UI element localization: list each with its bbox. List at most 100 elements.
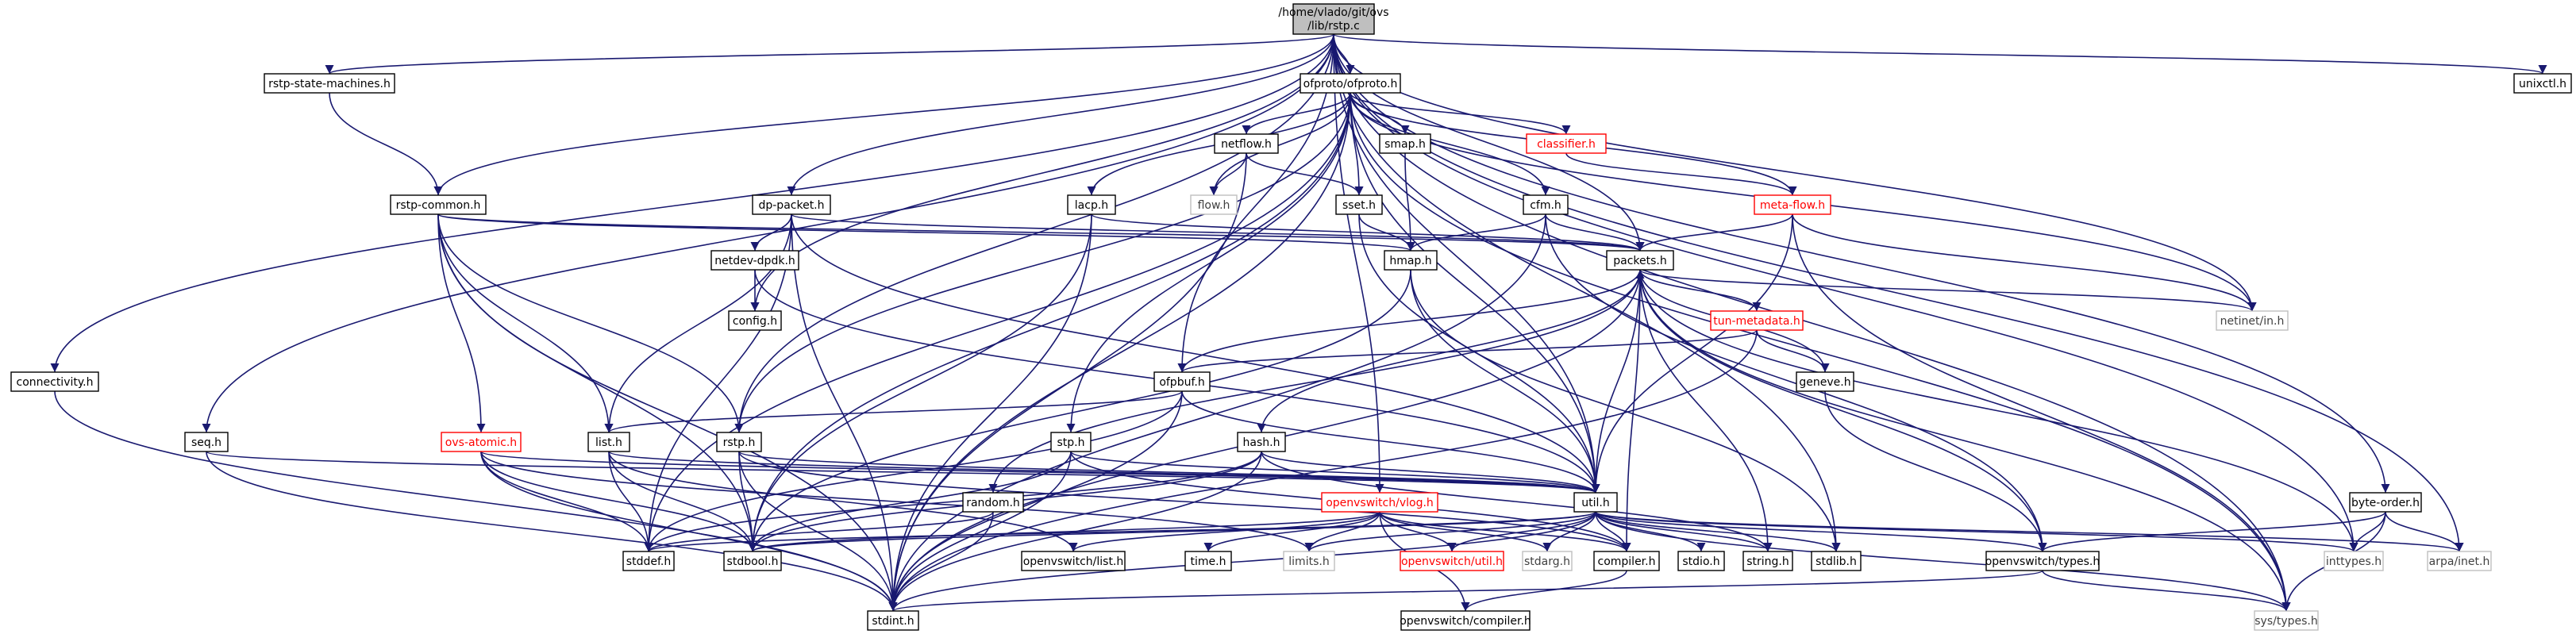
node-stdio-h[interactable]: stdio.h bbox=[1677, 551, 1725, 571]
node-openvswitch-util-h[interactable]: openvswitch/util.h bbox=[1400, 551, 1504, 571]
node-sset-h[interactable]: sset.h bbox=[1335, 194, 1383, 215]
node-stdbool-h[interactable]: stdbool.h bbox=[723, 551, 782, 571]
svg-text:ofproto/ofproto.h: ofproto/ofproto.h bbox=[1303, 78, 1398, 90]
node-byte-order-h[interactable]: byte-order.h bbox=[2349, 492, 2422, 513]
dependency-edge bbox=[748, 92, 1351, 552]
node-random-h[interactable]: random.h bbox=[962, 492, 1024, 513]
root-node-rstp-c[interactable]: /home/vlado/git/ovs /lib/rstp.c bbox=[1278, 3, 1389, 35]
dependency-edge bbox=[889, 570, 2043, 612]
dependency-edge bbox=[734, 92, 1351, 433]
svg-text:openvswitch/types.h: openvswitch/types.h bbox=[1985, 555, 2100, 568]
node-ofproto-h[interactable]: ofproto/ofproto.h bbox=[1300, 73, 1401, 94]
node-openvswitch-vlog-h[interactable]: openvswitch/vlog.h bbox=[1321, 492, 1438, 513]
node-list-h[interactable]: list.h bbox=[587, 432, 630, 452]
dependency-edge bbox=[1565, 152, 1797, 196]
dependency-edge bbox=[1404, 152, 1415, 252]
root-node-line1: /home/vlado/git/ovs bbox=[1278, 6, 1388, 19]
svg-text:inttypes.h: inttypes.h bbox=[2326, 555, 2382, 568]
svg-text:openvswitch/util.h: openvswitch/util.h bbox=[1401, 555, 1503, 568]
dependency-edge bbox=[437, 213, 486, 433]
dependency-edge bbox=[2349, 511, 2386, 552]
dependency-edge bbox=[787, 33, 1334, 196]
dependency-edge bbox=[480, 451, 653, 552]
svg-text:dp-packet.h: dp-packet.h bbox=[758, 199, 824, 212]
node-connectivity-h[interactable]: connectivity.h bbox=[10, 371, 99, 392]
node-stdlib-h[interactable]: stdlib.h bbox=[1811, 551, 1862, 571]
node-rstp-common-h[interactable]: rstp-common.h bbox=[390, 194, 487, 215]
svg-text:stdint.h: stdint.h bbox=[872, 615, 914, 628]
node-tun-metadata-h[interactable]: tun-metadata.h bbox=[1710, 310, 1804, 331]
node-dp-packet-h[interactable]: dp-packet.h bbox=[752, 194, 831, 215]
node-seq-h[interactable]: seq.h bbox=[184, 432, 229, 452]
node-flow-h[interactable]: flow.h bbox=[1190, 194, 1238, 215]
node-openvswitch-types-h[interactable]: openvswitch/types.h bbox=[1985, 551, 2100, 571]
node-stdint-h[interactable]: stdint.h bbox=[867, 610, 919, 631]
dependency-edge bbox=[1595, 511, 1841, 552]
node-hash-h[interactable]: hash.h bbox=[1237, 432, 1286, 452]
node-ofpbuf-h[interactable]: ofpbuf.h bbox=[1153, 371, 1211, 392]
node-stddef-h[interactable]: stddef.h bbox=[622, 551, 675, 571]
svg-text:openvswitch/list.h: openvswitch/list.h bbox=[1023, 555, 1124, 568]
svg-text:geneve.h: geneve.h bbox=[1799, 376, 1850, 389]
dependency-edge bbox=[1639, 269, 2291, 612]
dependency-edge bbox=[748, 451, 1072, 552]
node-sys-types-h[interactable]: sys/types.h bbox=[2254, 610, 2319, 631]
node-time-h[interactable]: time.h bbox=[1184, 551, 1232, 571]
node-limits-h[interactable]: limits.h bbox=[1283, 551, 1335, 571]
node-classifier-h[interactable]: classifier.h bbox=[1526, 133, 1607, 154]
node-hmap-h[interactable]: hmap.h bbox=[1384, 250, 1438, 271]
svg-text:stdio.h: stdio.h bbox=[1682, 555, 1719, 568]
svg-text:string.h: string.h bbox=[1746, 555, 1789, 568]
node-compiler-h[interactable]: compiler.h bbox=[1593, 551, 1660, 571]
svg-text:classifier.h: classifier.h bbox=[1537, 138, 1596, 151]
dependency-edge bbox=[1639, 269, 1773, 552]
svg-text:limits.h: limits.h bbox=[1288, 555, 1329, 568]
dependency-edge bbox=[748, 269, 1411, 552]
node-config-h[interactable]: config.h bbox=[728, 310, 782, 331]
node-arpa-inet-h[interactable]: arpa/inet.h bbox=[2427, 551, 2492, 571]
node-netflow-h[interactable]: netflow.h bbox=[1214, 133, 1279, 154]
dependency-edge bbox=[888, 329, 1758, 612]
node-rstp-h[interactable]: rstp.h bbox=[716, 432, 762, 452]
dependency-edge bbox=[437, 213, 1644, 252]
dependency-edge bbox=[1257, 269, 1641, 433]
dependency-edge bbox=[1069, 511, 1380, 552]
node-smap-h[interactable]: smap.h bbox=[1379, 133, 1431, 154]
dependency-edge bbox=[750, 213, 792, 252]
node-stp-h[interactable]: stp.h bbox=[1050, 432, 1092, 452]
svg-text:ovs-atomic.h: ovs-atomic.h bbox=[445, 436, 517, 449]
svg-text:stp.h: stp.h bbox=[1057, 436, 1085, 449]
dependency-edge bbox=[1792, 213, 2257, 312]
dependency-edge bbox=[1261, 451, 1773, 552]
svg-text:util.h: util.h bbox=[1581, 497, 1609, 509]
node-lacp-h[interactable]: lacp.h bbox=[1067, 194, 1116, 215]
svg-text:netdev-dpdk.h: netdev-dpdk.h bbox=[714, 255, 795, 267]
node-inttypes-h[interactable]: inttypes.h bbox=[2324, 551, 2384, 571]
node-netdev-dpdk-h[interactable]: netdev-dpdk.h bbox=[710, 250, 799, 271]
node-packets-h[interactable]: packets.h bbox=[1606, 250, 1674, 271]
node-stdarg-h[interactable]: stdarg.h bbox=[1522, 551, 1573, 571]
dependency-edge bbox=[1177, 329, 1758, 373]
dependency-edge bbox=[437, 213, 1415, 252]
svg-text:cfm.h: cfm.h bbox=[1530, 199, 1561, 212]
dependency-edge bbox=[1595, 511, 2047, 552]
svg-text:random.h: random.h bbox=[966, 497, 1020, 509]
node-meta-flow-h[interactable]: meta-flow.h bbox=[1754, 194, 1831, 215]
node-rstp-state-machines-h[interactable]: rstp-state-machines.h bbox=[264, 73, 395, 94]
node-ovs-atomic-h[interactable]: ovs-atomic.h bbox=[441, 432, 522, 452]
node-geneve-h[interactable]: geneve.h bbox=[1796, 371, 1854, 392]
node-string-h[interactable]: string.h bbox=[1742, 551, 1793, 571]
node-util-h[interactable]: util.h bbox=[1573, 492, 1618, 513]
dependency-edge bbox=[1209, 92, 1351, 196]
dependency-edge bbox=[1333, 33, 2358, 552]
svg-text:netflow.h: netflow.h bbox=[1221, 138, 1272, 151]
node-cfm-h[interactable]: cfm.h bbox=[1523, 194, 1569, 215]
dependency-edge bbox=[54, 390, 898, 612]
node-netinet-in-h[interactable]: netinet/in.h bbox=[2216, 310, 2289, 331]
dependency-edge bbox=[1203, 511, 1380, 552]
svg-text:openvswitch/vlog.h: openvswitch/vlog.h bbox=[1326, 497, 1434, 509]
node-openvswitch-list-h[interactable]: openvswitch/list.h bbox=[1021, 551, 1126, 571]
node-openvswitch-compiler-h[interactable]: openvswitch/compiler.h bbox=[1400, 610, 1531, 631]
svg-text:rstp-state-machines.h: rstp-state-machines.h bbox=[268, 78, 391, 90]
node-unixctl-h[interactable]: unixctl.h bbox=[2513, 73, 2572, 94]
